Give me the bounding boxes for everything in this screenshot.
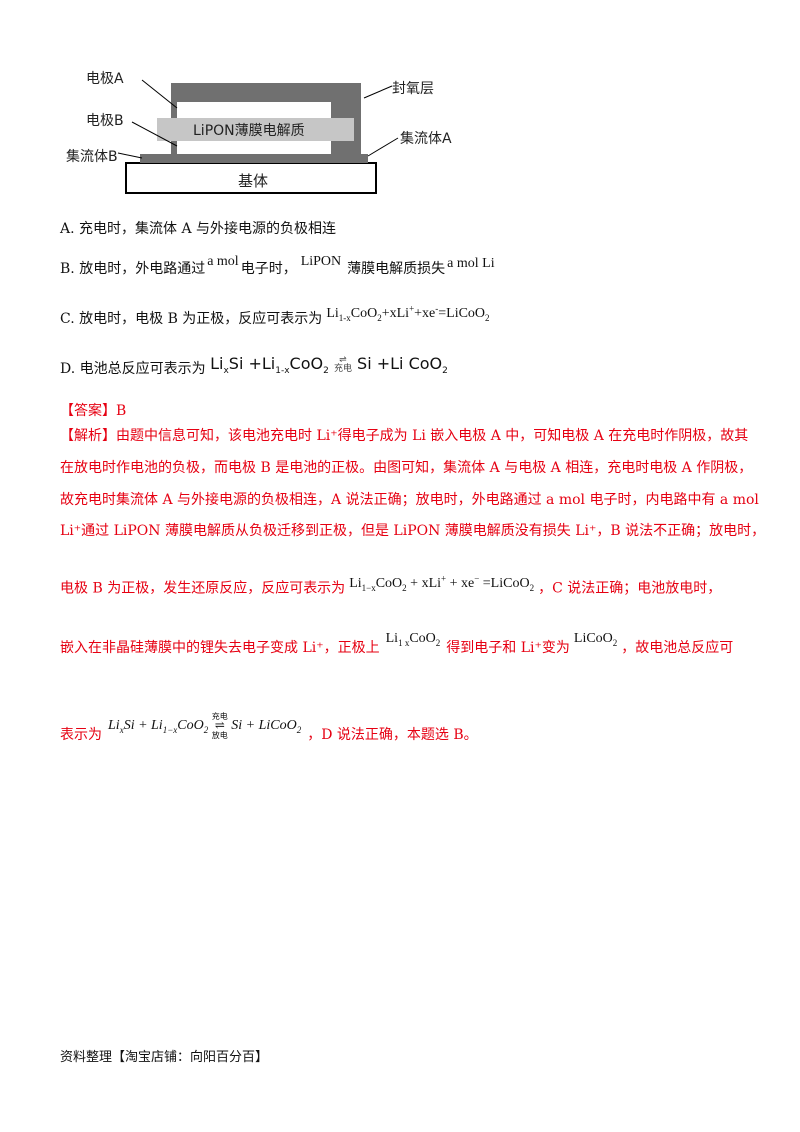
answer-tag: 【答案】 <box>60 403 116 419</box>
explanation-line-2: 在放电时作电池的负极，而电极 B 是电池的正极。由图可知，集流体 A 与电极 A… <box>60 460 753 476</box>
leader-collector-b <box>117 152 143 159</box>
option-b-amolli: a mol Li <box>447 256 495 271</box>
explanation-line-4: Li⁺通过 LiPON 薄膜电解质从负极迁移到正极，但是 LiPON 薄膜电解质… <box>60 523 766 539</box>
option-b-lipon: LiPON <box>300 254 342 269</box>
explanation-formula-c: Li1−xCoO2 + xLi+ + xe− =LiCoO2 <box>349 573 535 593</box>
collector-strip <box>140 154 368 163</box>
explanation-line-7: 表示为 LixSi + Li1−xCoO2 充电⇌放电 Si + LiCoO2 ，D… <box>60 712 478 750</box>
explanation-formula-cathode: Li1 xCoO2 <box>385 631 441 648</box>
label-electrolyte: LiPON薄膜电解质 <box>193 123 305 139</box>
option-b-amol: a mol <box>207 254 239 269</box>
explanation-text-7-post: ，D 说法正确，本题选 B。 <box>307 727 478 744</box>
explanation-line-1: 【解析】由题中信息可知，该电池充电时 Li⁺得电子成为 Li 嵌入电极 A 中，… <box>60 426 748 446</box>
explanation-text-6-pre: 嵌入在非晶硅薄膜中的锂失去电子变成 Li⁺，正极上 <box>60 640 380 656</box>
explanation-text-7-pre: 表示为 <box>60 727 102 744</box>
arrow-discharge-label: 放电 <box>211 731 228 740</box>
option-a: A. 充电时，集流体 A 与外接电源的负极相连 <box>60 218 336 238</box>
leader-electrode-a <box>141 79 178 109</box>
label-collector-a: 集流体A <box>400 131 452 147</box>
answer-line: 【答案】B <box>60 400 126 420</box>
battery-diagram: 电极A 电极B 集流体B 封氧层 集流体A LiPON薄膜电解质 基体 <box>0 0 800 200</box>
explanation-line-6: 嵌入在非晶硅薄膜中的锂失去电子变成 Li⁺，正极上 Li1 xCoO2 得到电子和 … <box>60 631 734 663</box>
label-electrode-b: 电极B <box>86 113 124 129</box>
leader-electrode-b <box>131 121 178 147</box>
electrode-b-layer <box>177 141 331 154</box>
leader-oxygen-seal <box>363 85 393 99</box>
label-oxygen-seal: 封氧层 <box>392 81 434 97</box>
option-b-mid: 电子时， <box>240 261 297 277</box>
label-collector-b: 集流体B <box>66 149 118 165</box>
explanation-text-1: 由题中信息可知，该电池充电时 Li⁺得电子成为 Li 嵌入电极 A 中，可知电极… <box>116 428 749 444</box>
electrolyte-layer <box>157 118 354 141</box>
option-d-pre: D. 电池总反应可表示为 <box>60 361 206 377</box>
option-d-formula: LixSi +Li1-xCoO2 ⇌充电 Si +Li CoO2 <box>210 354 448 377</box>
explanation-text-6-post: ，故电池总反应可 <box>621 640 734 656</box>
option-d: D. 电池总反应可表示为 LixSi +Li1-xCoO2 ⇌充电 Si +Li… <box>60 354 448 380</box>
substrate-block <box>125 162 377 194</box>
option-a-text: A. 充电时，集流体 A 与外接电源的负极相连 <box>60 221 337 237</box>
answer-value: B <box>116 403 127 419</box>
leader-collector-a <box>367 137 399 157</box>
arrow-charge-label: 充电 <box>211 712 228 721</box>
explanation-text-5-post: ，C 说法正确；电池放电时， <box>538 580 722 597</box>
battery-cross-section <box>117 79 399 194</box>
option-c-pre: C. 放电时，电极 B 为正极，反应可表示为 <box>60 311 323 327</box>
page-footer: 资料整理【淘宝店铺：向阳百分百】 <box>60 1050 269 1065</box>
explanation-formula-total: LixSi + Li1−xCoO2 充电⇌放电 Si + LiCoO2 <box>108 712 302 740</box>
option-b-post: 薄膜电解质损失 <box>347 261 446 277</box>
explanation-text-6-mid: 得到电子和 Li⁺变为 <box>446 640 570 656</box>
explanation-formula-licoo2: LiCoO2 <box>573 631 618 648</box>
label-substrate: 基体 <box>238 172 269 190</box>
option-b-pre: B. 放电时，外电路通过 <box>60 261 206 277</box>
electrode-a-layer <box>177 102 331 118</box>
explanation-tag: 【解析】 <box>60 428 116 444</box>
explanation-text-5-pre: 电极 B 为正极，发生还原反应，反应可表示为 <box>60 580 346 597</box>
option-c-formula: Li1-xCoO2+xLi++xe-=LiCoO2 <box>326 303 490 323</box>
label-electrode-a: 电极A <box>86 71 124 87</box>
explanation-line-3: 故充电时集流体 A 与外接电源的负极相连，A 说法正确；放电时，外电路通过 a … <box>60 492 759 508</box>
